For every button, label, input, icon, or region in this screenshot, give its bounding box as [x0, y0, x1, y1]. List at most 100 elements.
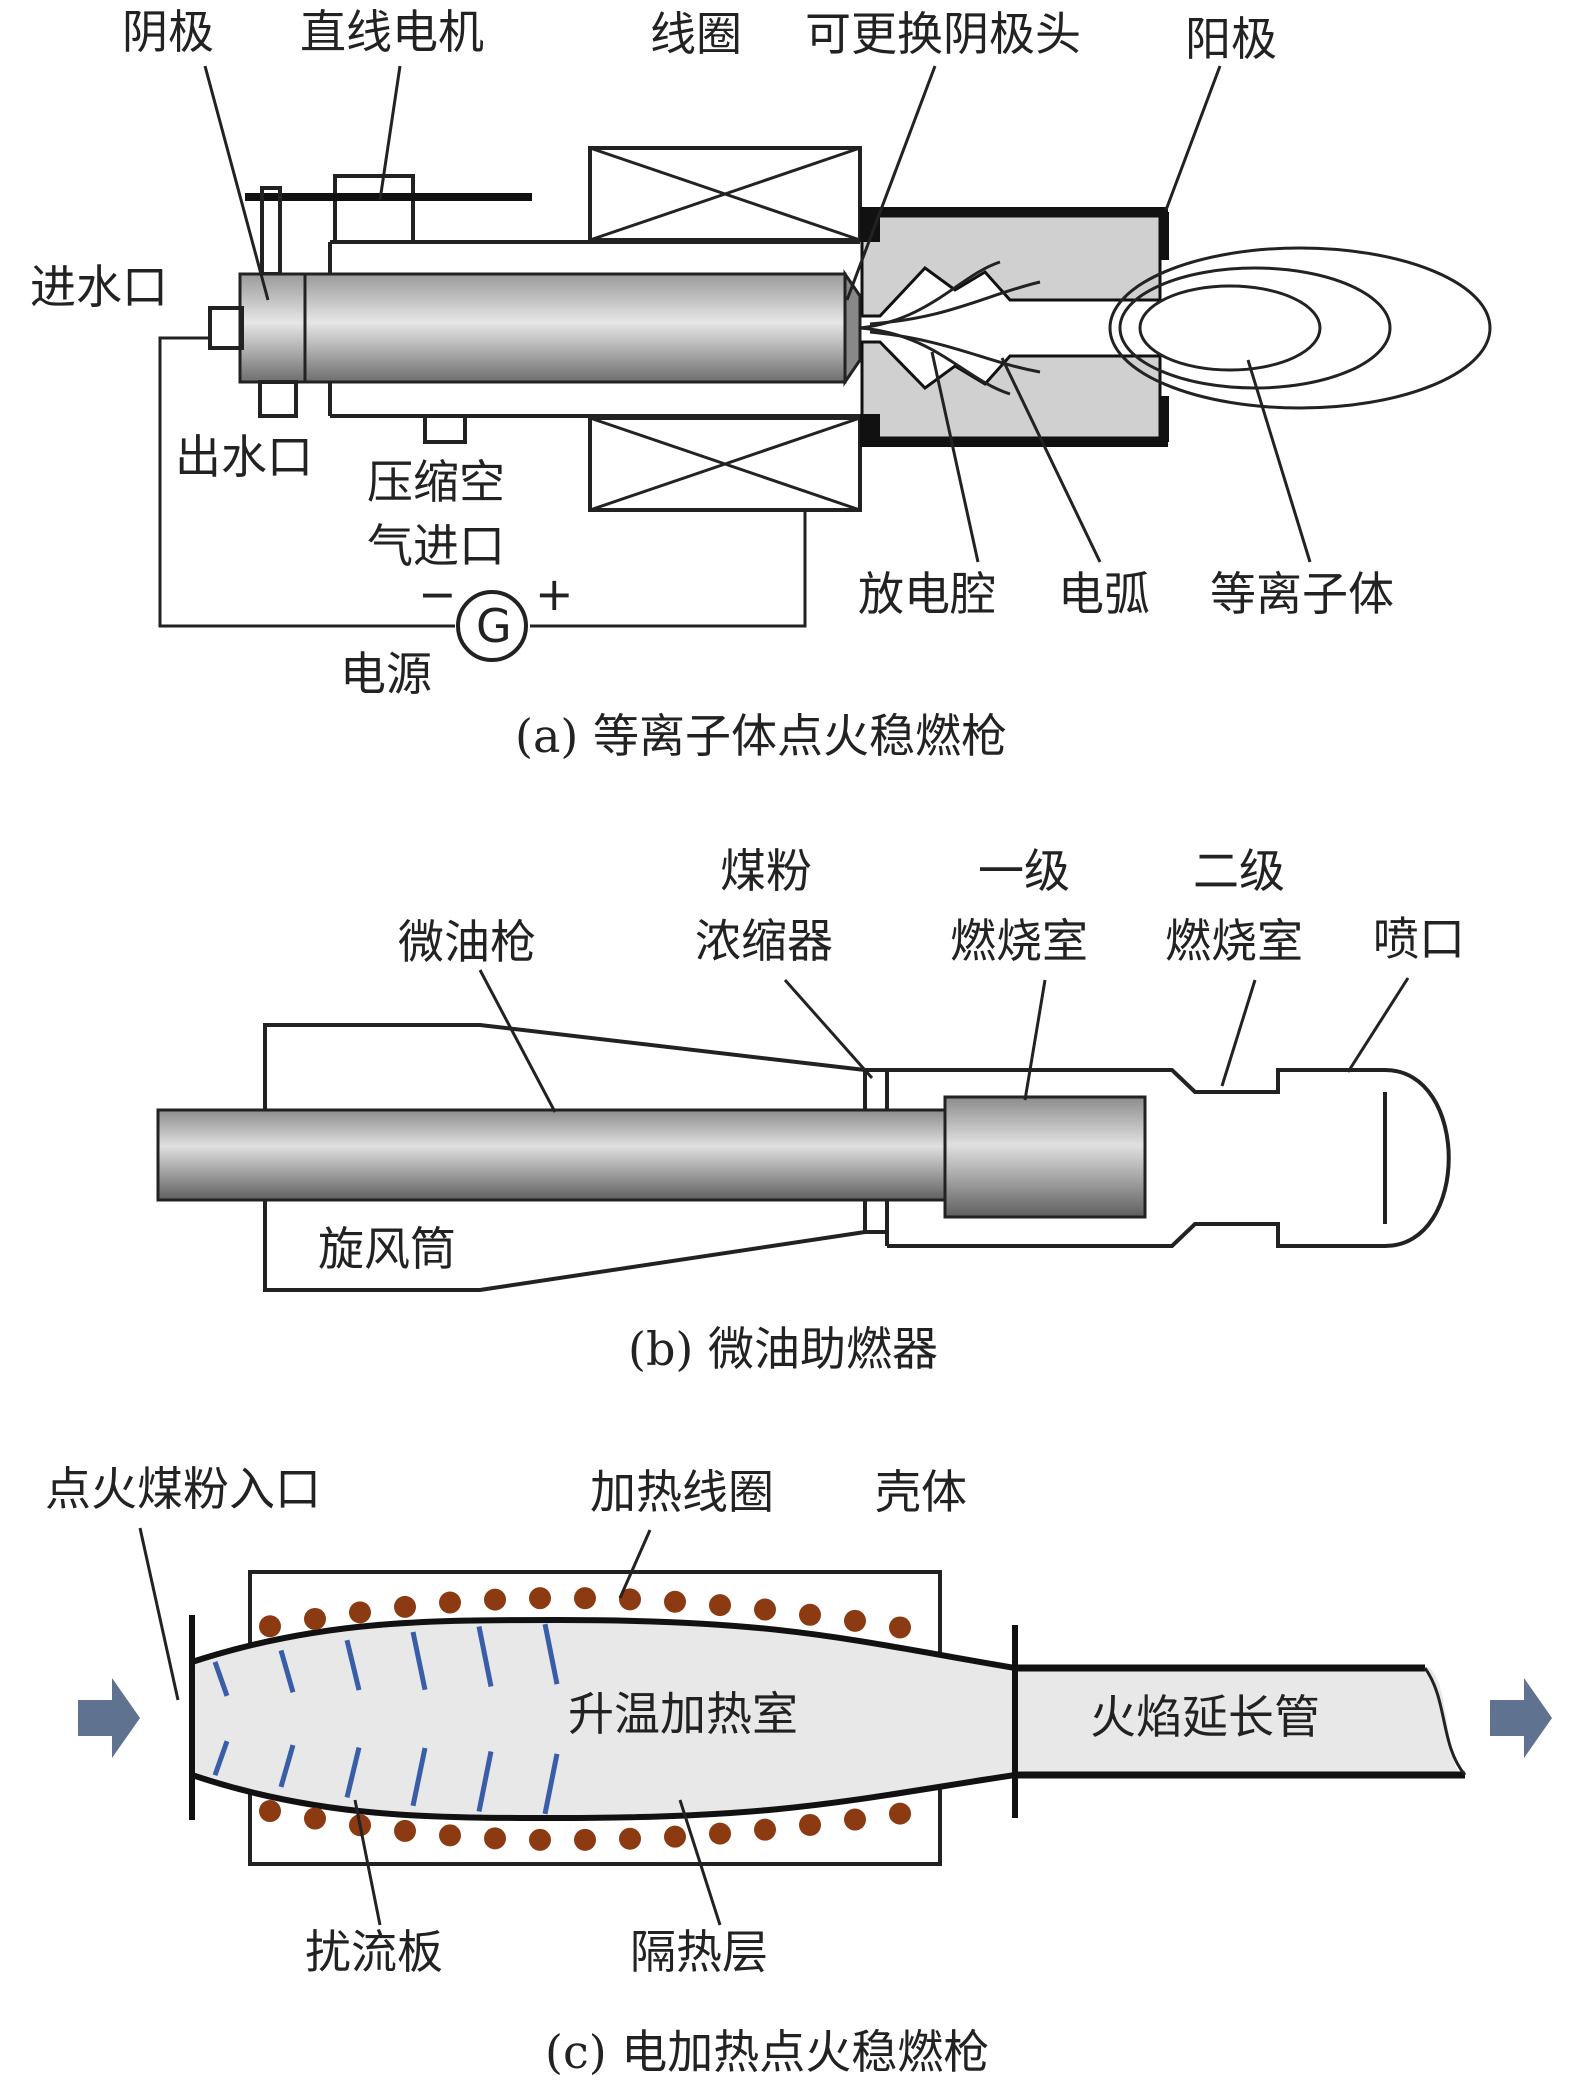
heating-coil-dot: [304, 1807, 326, 1830]
anode: [860, 207, 1169, 447]
baffle-plate: [542, 1623, 560, 1685]
heating-coil-dot: [439, 1591, 461, 1614]
plasma-flame: [1108, 246, 1492, 410]
baffle-plate: [410, 1747, 428, 1807]
caption-a: (a) 等离子体点火稳燃枪: [515, 709, 1007, 763]
heating-coil-dot: [754, 1598, 776, 1621]
label-secondary-2: 燃烧室: [1165, 914, 1303, 968]
baffle-plate: [278, 1744, 296, 1788]
air-inlet-port: [423, 414, 467, 444]
heating-coil-dot: [799, 1813, 821, 1836]
heating-coil-dot: [844, 1808, 866, 1831]
heating-coil-dot: [619, 1588, 641, 1611]
baffle-plate: [212, 1740, 230, 1777]
label-baffle: 扰流板: [305, 1925, 443, 1979]
cathode-rod: [238, 272, 847, 384]
generator-symbol: [456, 590, 528, 662]
heating-coil-dot: [619, 1827, 641, 1850]
label-minus: −: [418, 567, 457, 621]
baffle-plate: [410, 1631, 428, 1691]
label-ignition-coal-inlet: 点火煤粉入口: [45, 1462, 321, 1516]
label-plus: +: [535, 567, 574, 621]
heating-coil-dot: [574, 1587, 596, 1610]
arc-lines: [859, 260, 1041, 396]
heating-coil-dot: [529, 1587, 551, 1610]
label-plasma: 等离子体: [1210, 567, 1394, 621]
baffle-plate: [542, 1753, 560, 1815]
label-cathode: 阴极: [122, 5, 214, 59]
leader-lines-c: [138, 1527, 722, 1926]
label-anode: 阳极: [1185, 12, 1277, 66]
heating-coil-dot: [484, 1588, 506, 1611]
label-compressed-air-2: 气进口: [367, 519, 505, 573]
cathode-tip: [843, 269, 862, 387]
label-coal-powder-1: 煤粉: [720, 844, 812, 898]
label-micro-oil-gun: 微油枪: [398, 915, 536, 969]
panel-b: 煤粉 浓缩器 一级 燃烧室 二级 燃烧室 微油枪 喷口 旋风筒 (b) 微油助燃…: [156, 844, 1465, 1376]
label-coil: 线圈: [650, 7, 742, 61]
heating-coil-dot: [394, 1819, 416, 1842]
caption-c: (c) 电加热点火稳燃枪: [545, 2025, 989, 2079]
water-outlet-port: [258, 380, 298, 418]
outlet-arrow-icon: [1490, 1678, 1552, 1758]
label-insulation-layer: 隔热层: [630, 1925, 768, 1979]
heating-coil-dot: [709, 1594, 731, 1617]
label-water-inlet: 进水口: [30, 260, 168, 314]
panel-c: 点火煤粉入口 加热线圈 壳体 升温加热室 火焰延长管 扰流板 隔热层 (c) 电…: [45, 1462, 1552, 2079]
primary-chamber-block: [943, 1095, 1147, 1219]
baffle-plate: [344, 1746, 362, 1799]
leader-lines-b: [478, 969, 1410, 1113]
heating-coil-dot: [709, 1822, 731, 1845]
coil-top: [588, 146, 862, 242]
heating-coil-dot: [889, 1802, 911, 1825]
label-coal-powder-2: 浓缩器: [695, 914, 833, 968]
heating-coil-dot: [799, 1603, 821, 1626]
label-cyclone-tube: 旋风筒: [318, 1222, 456, 1276]
label-heating-coil: 加热线圈: [590, 1465, 774, 1519]
label-generator: G: [476, 599, 512, 653]
flame-extension-tube: [1015, 1664, 1467, 1779]
coil-bottom: [588, 416, 862, 512]
baffle-plate: [212, 1661, 230, 1697]
label-replaceable-cathode-head: 可更换阴极头: [805, 7, 1081, 61]
baffle-plate: [278, 1649, 296, 1694]
baffle-plate: [476, 1750, 494, 1812]
heating-coil-dots: [259, 1587, 911, 1851]
heating-coil-dot: [574, 1828, 596, 1851]
heating-coil-dot: [259, 1800, 281, 1823]
panel-a: 阴极 直线电机 线圈 可更换阴极头 阳极 进水口 出水口 压缩空 气进口 − +…: [30, 5, 1492, 763]
label-water-outlet: 出水口: [175, 430, 313, 484]
label-nozzle: 喷口: [1373, 912, 1465, 966]
heating-coil-dot: [529, 1828, 551, 1851]
heating-coil-dot: [844, 1609, 866, 1632]
water-inlet-port: [208, 306, 244, 350]
label-arc: 电弧: [1058, 567, 1150, 621]
label-secondary-1: 二级: [1193, 844, 1285, 898]
label-discharge-cavity: 放电腔: [858, 567, 996, 621]
label-compressed-air-1: 压缩空: [367, 455, 505, 509]
heating-coil-dot: [484, 1827, 506, 1850]
linear-motor: [245, 174, 532, 276]
label-linear-motor: 直线电机: [300, 5, 484, 59]
label-shell: 壳体: [875, 1465, 967, 1519]
label-flame-extension-tube: 火焰延长管: [1090, 1690, 1320, 1744]
heating-coil-dot: [889, 1616, 911, 1639]
heating-coil-dot: [304, 1607, 326, 1630]
heating-coil-dot: [349, 1601, 371, 1624]
label-heating-chamber: 升温加热室: [568, 1687, 798, 1741]
heating-coil-dot: [439, 1824, 461, 1847]
heating-coil-dot: [259, 1615, 281, 1638]
label-power-source: 电源: [340, 647, 432, 701]
label-primary-2: 燃烧室: [950, 914, 1088, 968]
power-circuit: [158, 336, 807, 662]
label-primary-1: 一级: [978, 844, 1070, 898]
heating-coil-dot: [664, 1825, 686, 1848]
caption-b: (b) 微油助燃器: [628, 1322, 938, 1376]
micro-oil-gun: [156, 1108, 950, 1202]
baffle-plate: [476, 1625, 494, 1687]
baffle-plates: [212, 1623, 560, 1815]
heating-coil-dot: [664, 1590, 686, 1613]
heating-coil-dot: [394, 1595, 416, 1618]
